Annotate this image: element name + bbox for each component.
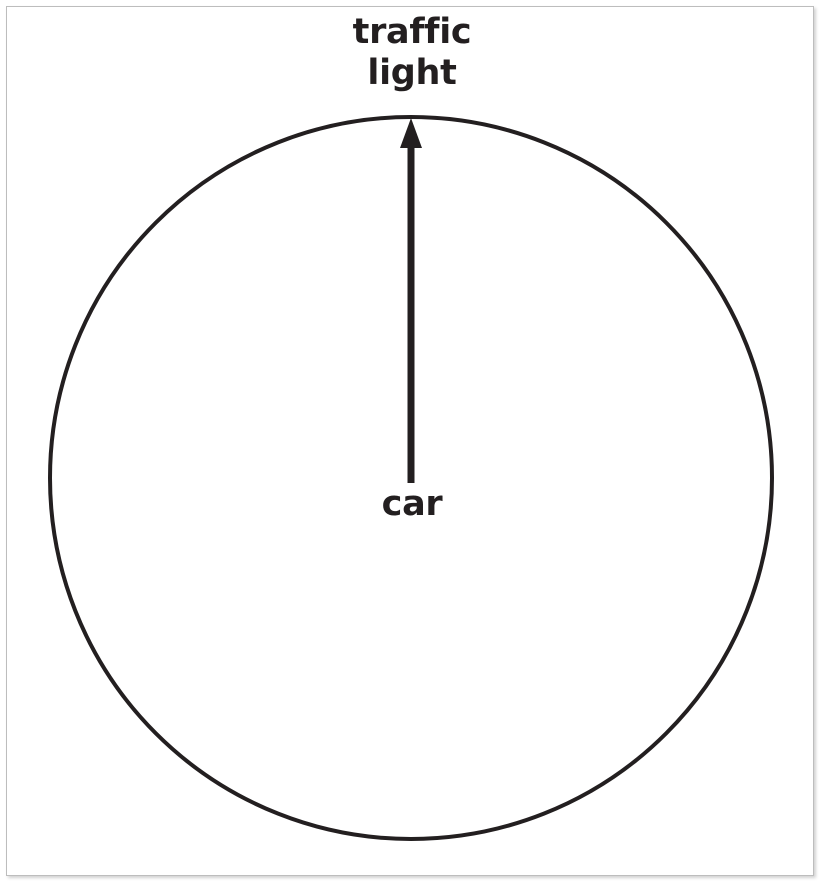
- arrow-head: [400, 118, 422, 148]
- traffic-light-label-line2: light: [367, 53, 457, 94]
- traffic-light-label-line1: traffic: [352, 12, 472, 52]
- car-label: car: [381, 484, 443, 524]
- circle-path: [48, 115, 774, 841]
- traffic-light-label: traffic light: [312, 12, 512, 95]
